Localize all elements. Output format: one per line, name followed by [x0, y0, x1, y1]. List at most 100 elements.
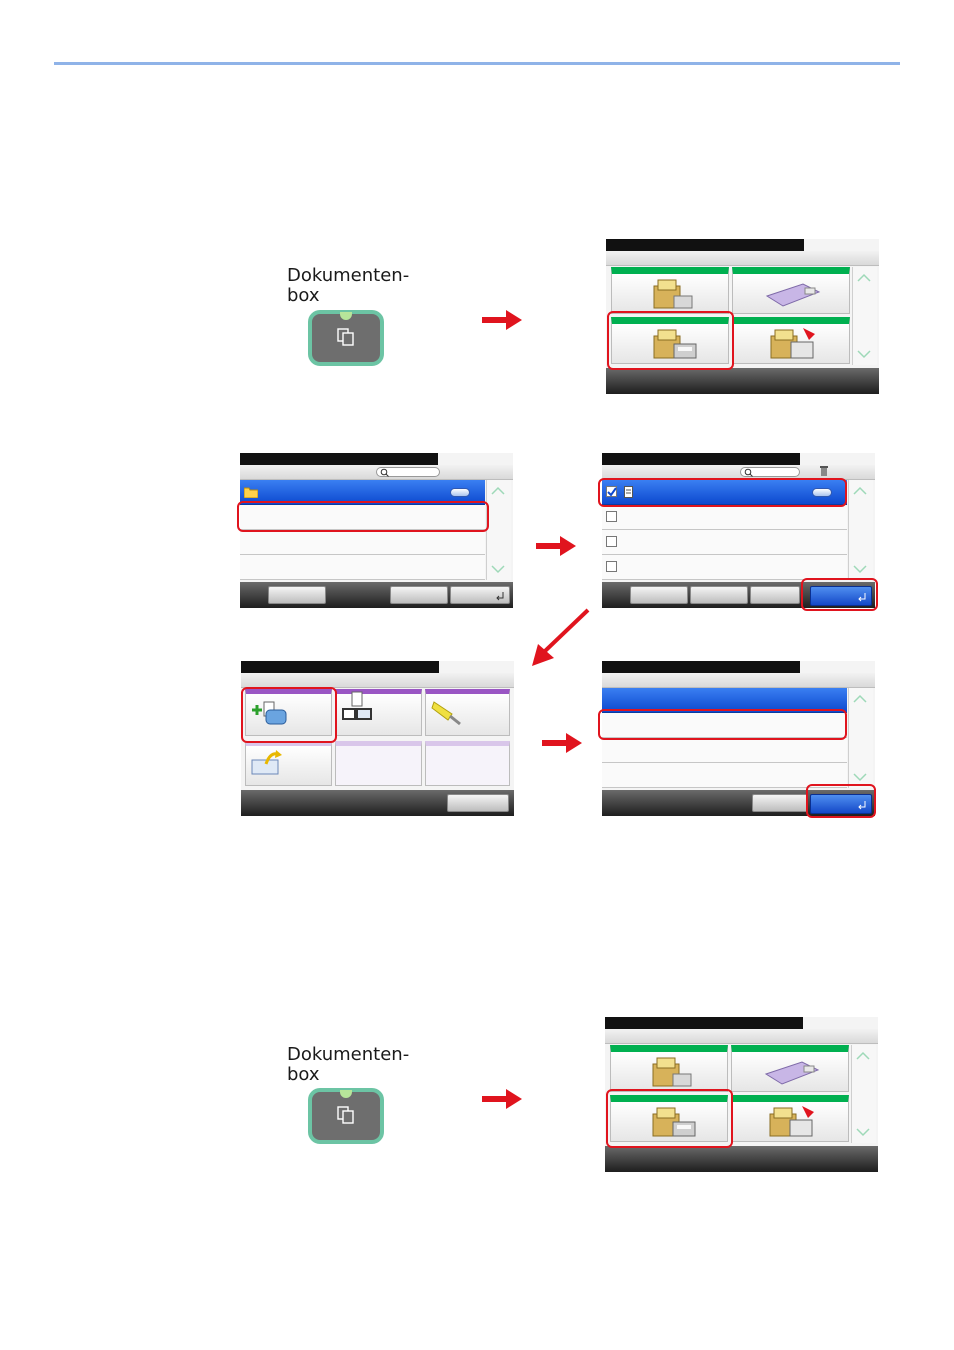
- scroll-down-icon[interactable]: [853, 562, 867, 576]
- usb-memory-tile[interactable]: [732, 267, 850, 314]
- fax-box-icon: [770, 328, 815, 359]
- usb-memory-icon: [764, 1061, 820, 1085]
- job-box-tile[interactable]: [610, 1095, 728, 1142]
- scrollbar[interactable]: [486, 480, 511, 580]
- box-list-header-row[interactable]: [240, 480, 485, 505]
- footer-button-2[interactable]: [690, 586, 748, 604]
- file-row-2[interactable]: [602, 505, 847, 530]
- panel-footer: [602, 582, 875, 608]
- scroll-down-icon[interactable]: [491, 562, 505, 576]
- document-box-key[interactable]: [308, 1088, 384, 1144]
- fax-box-tile[interactable]: [731, 1095, 849, 1142]
- footer-button-middle[interactable]: [390, 586, 448, 604]
- job-box-tile[interactable]: [611, 317, 729, 364]
- scroll-up-icon[interactable]: [491, 484, 505, 498]
- panel-sub-bar: [241, 673, 514, 688]
- checkbox[interactable]: [606, 561, 617, 572]
- file-row-4[interactable]: [602, 555, 847, 580]
- box-list-row-3[interactable]: [240, 555, 485, 580]
- top-rule: [54, 62, 900, 65]
- scrollbar[interactable]: [852, 267, 877, 365]
- usb-memory-icon: [765, 283, 821, 307]
- scroll-up-icon[interactable]: [853, 692, 867, 706]
- empty-tile: [425, 741, 510, 786]
- panel-title-bar: [602, 453, 800, 465]
- search-field[interactable]: [376, 467, 440, 477]
- enter-icon: [858, 593, 866, 602]
- box-menu-panel: [605, 1017, 878, 1172]
- detail-button[interactable]: [812, 488, 832, 497]
- footer-button-enter[interactable]: [450, 586, 510, 604]
- panel-footer: [240, 582, 513, 608]
- panel-sub-bar: [605, 1029, 878, 1044]
- target-row-3[interactable]: [602, 763, 847, 788]
- checkbox-checked[interactable]: [606, 486, 617, 497]
- highlight-job-box: [606, 1089, 733, 1148]
- text-scan-icon: [342, 691, 372, 720]
- text-scan-tile[interactable]: [335, 689, 422, 736]
- panel-sub-bar: [602, 673, 875, 688]
- red-arrow-right: [482, 1089, 522, 1109]
- custom-box-tile[interactable]: [610, 1045, 728, 1092]
- document-box-icon: [337, 1106, 354, 1124]
- scroll-up-icon[interactable]: [853, 484, 867, 498]
- target-row-2[interactable]: [602, 738, 847, 763]
- usb-memory-tile[interactable]: [731, 1045, 849, 1092]
- scroll-down-icon[interactable]: [857, 347, 871, 361]
- enter-icon: [496, 592, 504, 601]
- checkbox[interactable]: [606, 511, 617, 522]
- document-box-key[interactable]: [308, 310, 384, 366]
- footer-button-3[interactable]: [750, 586, 800, 604]
- panel-title-bar: [241, 661, 439, 673]
- checkbox[interactable]: [606, 536, 617, 547]
- highlight-job-box: [607, 311, 734, 370]
- highlight-file-row: [598, 478, 847, 507]
- custom-box-tile[interactable]: [611, 267, 729, 314]
- led-indicator: [340, 1090, 352, 1098]
- highlight-add-document: [241, 687, 337, 743]
- scroll-down-icon[interactable]: [853, 770, 867, 784]
- target-list-header-row[interactable]: [602, 688, 847, 713]
- panel-sub-bar: [240, 465, 513, 480]
- document-box-icon: [337, 328, 354, 346]
- search-field[interactable]: [740, 467, 800, 477]
- ok-button[interactable]: [810, 794, 872, 814]
- highlight-ok-button: [806, 784, 876, 818]
- highlight-target-row: [598, 709, 847, 740]
- check-icon: [607, 487, 617, 497]
- target-row-1[interactable]: [602, 713, 847, 738]
- box-list-row-1[interactable]: [240, 505, 485, 530]
- fax-box-tile[interactable]: [732, 317, 850, 364]
- detail-button[interactable]: [450, 488, 470, 497]
- footer-button-1[interactable]: [630, 586, 688, 604]
- footer-button-left[interactable]: [268, 586, 326, 604]
- function-menu-panel: [241, 661, 514, 816]
- red-arrow-right: [536, 536, 576, 556]
- brush-icon: [431, 701, 461, 726]
- document-box-key-label: Dokumenten- box: [287, 1044, 410, 1085]
- footer-button-cancel[interactable]: [752, 794, 808, 812]
- move-tile[interactable]: [245, 741, 332, 786]
- scrollbar[interactable]: [848, 480, 873, 580]
- add-document-tile[interactable]: [245, 689, 332, 736]
- footer-button-right[interactable]: [447, 794, 509, 812]
- highlight-box-row: [237, 501, 489, 532]
- scroll-up-icon[interactable]: [856, 1049, 870, 1063]
- panel-sub-bar: [606, 251, 879, 266]
- file-row-1[interactable]: [602, 480, 847, 505]
- panel-title-bar: [602, 661, 800, 673]
- ok-button[interactable]: [810, 586, 872, 606]
- trash-icon[interactable]: [818, 465, 830, 477]
- file-row-3[interactable]: [602, 530, 847, 555]
- brush-tile[interactable]: [425, 689, 510, 736]
- scroll-up-icon[interactable]: [857, 271, 871, 285]
- red-arrow-right: [482, 310, 522, 330]
- box-list-row-2[interactable]: [240, 530, 485, 555]
- panel-footer: [602, 790, 875, 816]
- scrollbar[interactable]: [851, 1045, 876, 1143]
- fax-box-icon: [769, 1106, 814, 1137]
- scrollbar[interactable]: [848, 688, 873, 788]
- search-icon: [380, 468, 389, 477]
- panel-footer: [605, 1146, 878, 1172]
- scroll-down-icon[interactable]: [856, 1125, 870, 1139]
